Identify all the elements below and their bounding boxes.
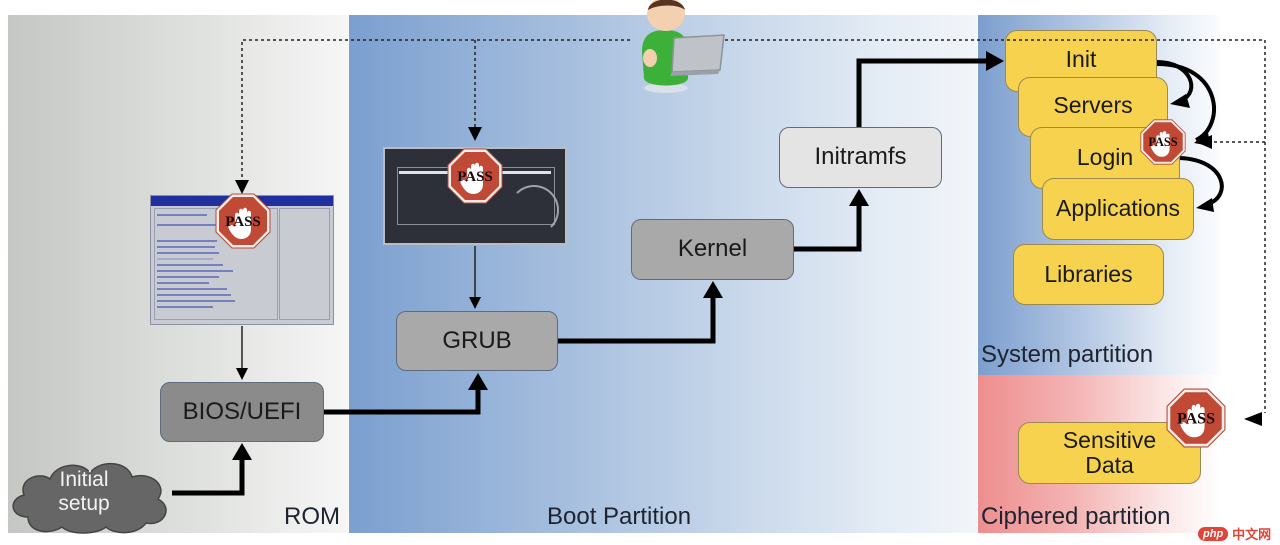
pass-text: PASS	[1177, 410, 1215, 427]
bios-text-line	[157, 270, 233, 272]
rom-label: ROM	[284, 503, 340, 530]
bios-uefi-label: BIOS/UEFI	[182, 397, 302, 425]
servers-label: Servers	[1053, 92, 1133, 118]
initial-setup-cloud	[12, 463, 167, 534]
libraries-label: Libraries	[1044, 260, 1133, 287]
pass-text: PASS	[457, 169, 493, 185]
bios-text-line	[157, 288, 227, 290]
login-pass-stop-icon: PASS	[1140, 119, 1186, 165]
grub-node: GRUB	[396, 311, 558, 371]
bios-text-line	[157, 246, 215, 248]
bios-text-line	[157, 240, 217, 242]
watermark-text: 中文网	[1232, 527, 1272, 542]
grub-label: GRUB	[442, 326, 512, 354]
pass-text: PASS	[225, 214, 261, 230]
boot-partition-label: Boot Partition	[547, 503, 692, 530]
kernel-node: Kernel	[631, 219, 794, 280]
pass-text: PASS	[1148, 135, 1177, 149]
bios-pass-stop-icon: PASS	[215, 193, 271, 249]
watermark-logo: php	[1198, 526, 1229, 541]
bios-text-line	[157, 306, 213, 308]
applications-label: Applications	[1055, 195, 1181, 222]
bios-text-line	[157, 264, 223, 266]
bios-text-line	[157, 214, 207, 216]
initramfs-node: Initramfs	[779, 127, 942, 188]
sensitive-data-label: Sensitive Data	[1062, 426, 1157, 478]
bios-text-line	[157, 294, 231, 296]
init-label: Init	[1065, 46, 1097, 72]
bios-right-pane	[279, 208, 330, 320]
applications-node: Applications	[1042, 178, 1194, 240]
grub-pass-stop-icon: PASS	[447, 148, 503, 204]
bios-uefi-node: BIOS/UEFI	[160, 382, 324, 442]
debian-swirl-icon	[509, 185, 559, 235]
bios-text-line	[157, 300, 235, 302]
bios-left-pane	[154, 208, 278, 320]
bios-text-line	[157, 276, 219, 278]
bios-text-line	[157, 252, 219, 254]
sensitive-data-pass-stop-icon: PASS	[1166, 388, 1226, 448]
sensitive-pass-arrowhead	[1244, 412, 1262, 426]
initial-setup-label: Initial setup	[58, 468, 110, 516]
libraries-node: Libraries	[1013, 244, 1164, 305]
watermark: php 中文网	[1198, 524, 1271, 543]
bios-text-line	[157, 224, 237, 226]
user-with-laptop-icon	[642, 0, 725, 93]
initramfs-label: Initramfs	[814, 143, 907, 171]
system-partition-label: System partition	[981, 341, 1154, 368]
bios-text-line	[157, 258, 213, 260]
bios-text-line	[157, 282, 209, 284]
ciphered-partition-label: Ciphered partition	[981, 503, 1171, 530]
kernel-label: Kernel	[677, 235, 748, 263]
login-label: Login	[1076, 144, 1134, 170]
